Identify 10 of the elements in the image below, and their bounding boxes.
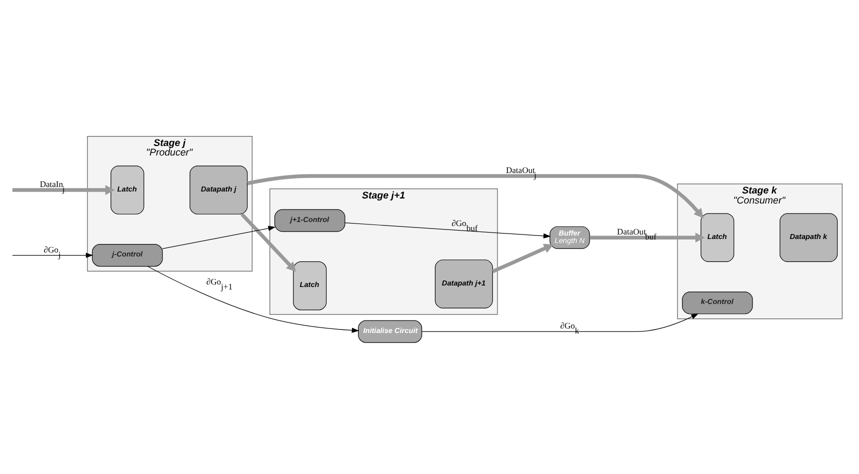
arrow [422, 314, 699, 332]
arrow [12, 252, 94, 258]
arrow [492, 244, 554, 274]
arrow [162, 226, 276, 249]
arrow [12, 185, 115, 195]
arrow [344, 222, 551, 238]
arrow [147, 266, 360, 333]
arrow [590, 232, 705, 243]
arrow [240, 212, 296, 272]
arrow [247, 174, 704, 218]
